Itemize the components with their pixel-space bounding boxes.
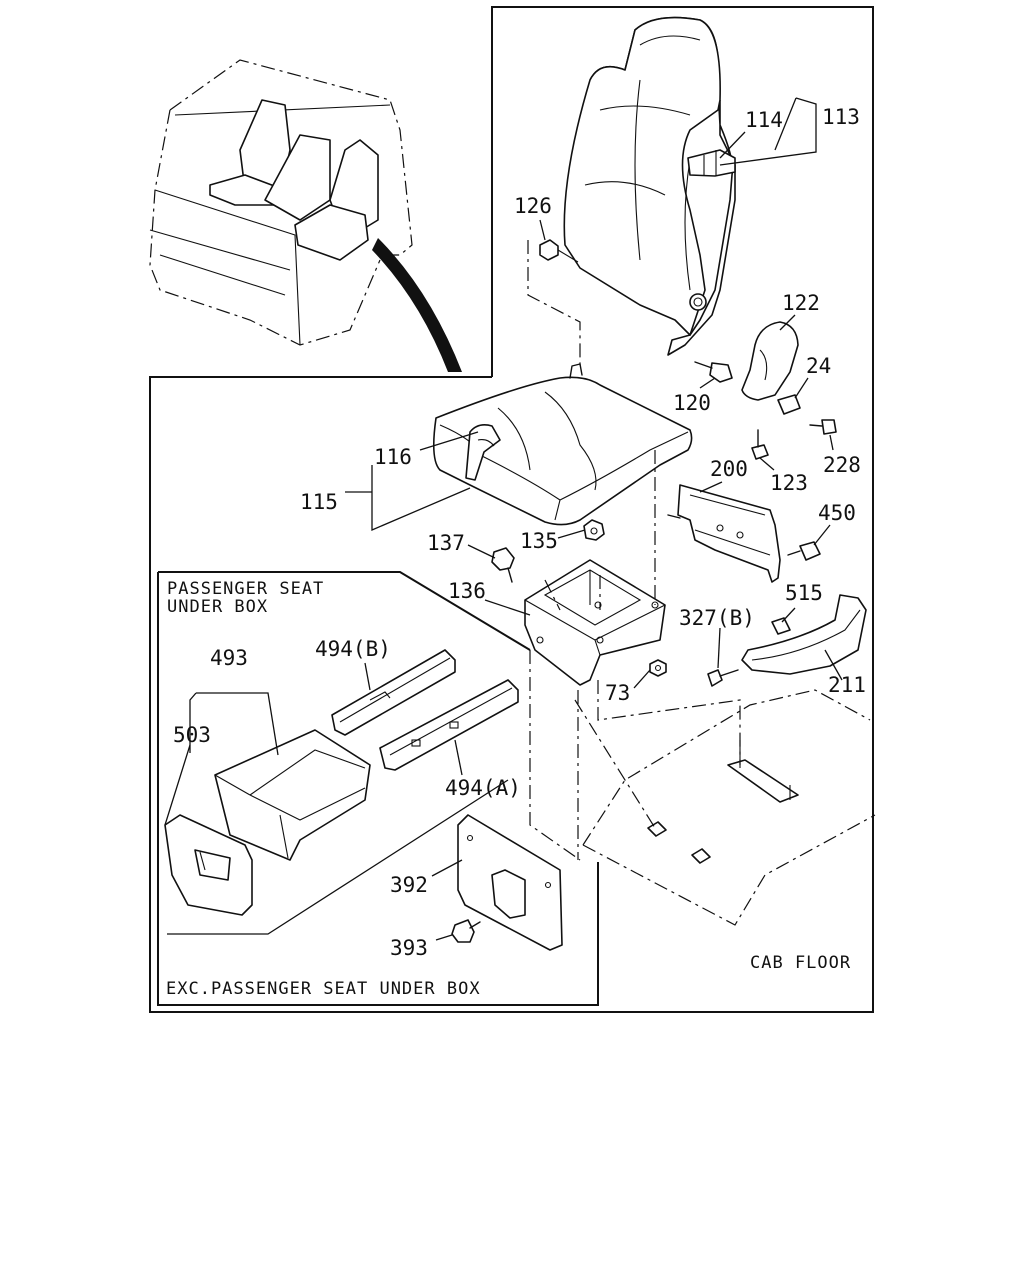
- label-123: 123: [770, 471, 808, 495]
- label-327b: 327(B): [679, 606, 755, 630]
- label-116: 116: [374, 445, 412, 469]
- cab-floor: [582, 689, 876, 926]
- label-200: 200: [710, 457, 748, 481]
- part-393-bolt: [451, 919, 481, 943]
- label-126: 126: [514, 194, 552, 218]
- part-494a-rail: [379, 679, 519, 771]
- label-393: 393: [390, 936, 428, 960]
- part-450-bolt: [787, 541, 821, 561]
- cab-overview-illustration: [149, 59, 462, 372]
- part-24-clip: [777, 394, 801, 415]
- label-503: 503: [173, 723, 211, 747]
- part-136-seat-base: [524, 559, 666, 686]
- label-515: 515: [785, 581, 823, 605]
- label-392: 392: [390, 873, 428, 897]
- label-135: 135: [520, 529, 558, 553]
- label-73: 73: [605, 681, 630, 705]
- label-24: 24: [806, 354, 831, 378]
- label-114: 114: [745, 108, 783, 132]
- part-123-screw: [751, 429, 769, 460]
- part-494b-rail: [331, 649, 456, 736]
- part-labels: 113 114 126 122 24 120 123 228 116 115 2…: [173, 105, 866, 960]
- note-cab-floor: CAB FLOOR: [750, 953, 851, 973]
- label-120: 120: [673, 391, 711, 415]
- label-115: 115: [300, 490, 338, 514]
- label-494a: 494(A): [445, 776, 521, 800]
- part-120-bolt: [694, 361, 733, 383]
- label-136: 136: [448, 579, 486, 603]
- under-box-inset: [157, 571, 599, 1006]
- part-137-bolt: [491, 547, 515, 583]
- part-327b-bolt: [707, 669, 739, 687]
- seat-cushion-assembly: [432, 363, 693, 526]
- part-493-under-box: [214, 729, 371, 861]
- label-494b: 494(B): [315, 637, 391, 661]
- part-122-cover: [741, 321, 799, 401]
- part-200-bracket: [667, 484, 781, 583]
- part-135-nut: [583, 519, 605, 541]
- leader-lines: [164, 97, 843, 941]
- label-228: 228: [823, 453, 861, 477]
- note-exc-passenger-seat-under-box: EXC.PASSENGER SEAT UNDER BOX: [166, 979, 481, 999]
- diagram-frame: [149, 6, 874, 1013]
- part-392-panel: [457, 814, 563, 951]
- label-493: 493: [210, 646, 248, 670]
- part-73-nut: [649, 659, 667, 677]
- note-passenger-seat-under-box-line2: UNDER BOX: [167, 597, 268, 617]
- label-211: 211: [828, 673, 866, 697]
- alignment-lines: [529, 450, 741, 861]
- label-113: 113: [822, 105, 860, 129]
- label-122: 122: [782, 291, 820, 315]
- label-137: 137: [427, 531, 465, 555]
- seat-back-assembly: [563, 16, 736, 356]
- part-211-cover: [741, 594, 867, 675]
- part-228-screw: [809, 419, 837, 435]
- part-515-clip: [771, 617, 791, 635]
- diagram-notes: PASSENGER SEAT UNDER BOX EXC.PASSENGER S…: [166, 579, 851, 999]
- part-126-knob: [527, 239, 581, 370]
- part-503-panel: [164, 814, 253, 916]
- label-450: 450: [818, 501, 856, 525]
- note-passenger-seat-under-box-line1: PASSENGER SEAT: [167, 579, 324, 599]
